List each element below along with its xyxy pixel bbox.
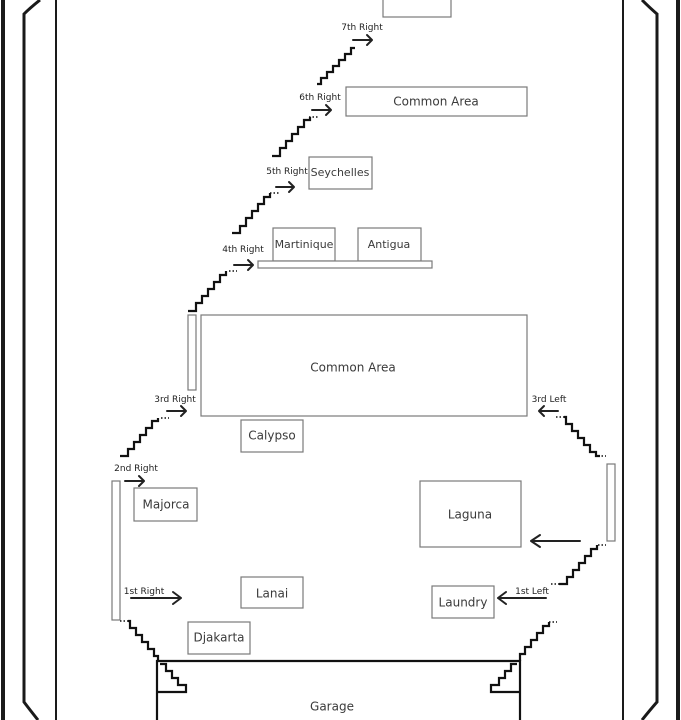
direction-7th-right: 7th Right <box>317 23 383 86</box>
stairs-right-lower <box>518 621 557 661</box>
garage-stairs-left-icon <box>158 662 188 694</box>
arrow-right-icon <box>352 34 373 46</box>
room-calypso-label: Calypso <box>248 429 295 443</box>
pillar-left-long <box>111 480 121 621</box>
room-top[interactable] <box>382 0 452 18</box>
label-1st-right: 1st Right <box>124 587 165 597</box>
room-garage-label: Garage <box>310 700 354 714</box>
direction-3rd-left: 3rd Left <box>532 395 606 458</box>
direction-2nd-right: 2nd Right <box>114 464 158 487</box>
stairs-icon <box>317 46 355 86</box>
garage-stairs-right-icon <box>489 662 519 694</box>
room-majorca-label: Majorca <box>142 498 189 512</box>
arrow-right-icon <box>275 181 295 193</box>
room-djakarta-label: Djakarta <box>193 631 244 645</box>
direction-4th-right: 4th Right <box>188 245 264 313</box>
stairs-icon <box>564 415 600 458</box>
stairs-icon <box>518 622 551 661</box>
room-djakarta[interactable]: Djakarta <box>187 621 251 655</box>
room-seychelles[interactable]: Seychelles <box>308 156 373 190</box>
arrow-left-icon <box>530 534 581 548</box>
label-5th-right: 5th Right <box>266 167 308 177</box>
room-common-area-top-label: Common Area <box>393 95 478 109</box>
ledge <box>257 260 433 269</box>
room-calypso[interactable]: Calypso <box>240 419 304 453</box>
label-2nd-right: 2nd Right <box>114 464 158 474</box>
room-laguna[interactable]: Laguna <box>419 480 522 548</box>
room-laundry-label: Laundry <box>439 596 488 610</box>
arrow-right-icon <box>311 104 332 116</box>
label-4th-right: 4th Right <box>222 245 264 255</box>
room-seychelles-label: Seychelles <box>311 166 370 179</box>
room-laguna-label: Laguna <box>448 508 492 522</box>
direction-6th-right: 6th Right <box>272 93 341 158</box>
room-majorca[interactable]: Majorca <box>133 487 198 522</box>
label-1st-left: 1st Left <box>515 587 549 597</box>
stairs-icon <box>120 418 160 458</box>
stairs-icon <box>272 117 312 158</box>
room-martinique-label: Martinique <box>275 238 334 251</box>
pillar-right <box>606 463 616 542</box>
room-antigua[interactable]: Antigua <box>357 227 422 262</box>
label-6th-right: 6th Right <box>299 93 341 103</box>
frame-left-inner <box>22 0 41 720</box>
room-laundry[interactable]: Laundry <box>431 585 495 619</box>
label-7th-right: 7th Right <box>341 23 383 33</box>
pillar-left <box>187 314 197 391</box>
room-garage[interactable]: Garage <box>155 659 522 720</box>
stairs-icon <box>232 193 272 235</box>
stairs-icon <box>128 619 160 661</box>
room-martinique[interactable]: Martinique <box>272 227 336 262</box>
arrow-right-icon <box>166 405 187 417</box>
room-common-area-top[interactable]: Common Area <box>345 86 528 117</box>
room-lanai-label: Lanai <box>256 587 288 601</box>
arrow-left-icon <box>497 591 547 605</box>
room-common-area-main[interactable]: Common Area <box>200 314 528 417</box>
stairs-icon <box>559 545 599 586</box>
direction-1st-right: 1st Right <box>124 587 182 605</box>
label-3rd-left: 3rd Left <box>532 395 567 405</box>
label-3rd-right: 3rd Right <box>154 395 196 405</box>
direction-3rd-right: 3rd Right <box>120 395 196 458</box>
stairs-right-mid <box>551 544 606 586</box>
arrow-right-icon <box>233 259 254 271</box>
room-common-area-main-label: Common Area <box>310 361 395 375</box>
direction-1st-left: 1st Left <box>497 587 549 605</box>
room-antigua-label: Antigua <box>368 238 411 251</box>
arrow-left-icon <box>538 405 559 417</box>
frame-right-inner <box>640 0 659 720</box>
stairs-icon <box>188 271 228 313</box>
stairs-left-lower <box>120 619 160 661</box>
room-lanai[interactable]: Lanai <box>240 576 304 609</box>
direction-5th-right: 5th Right <box>232 167 308 235</box>
arrow-right-icon <box>130 591 182 605</box>
arrow-right-icon <box>124 475 145 487</box>
